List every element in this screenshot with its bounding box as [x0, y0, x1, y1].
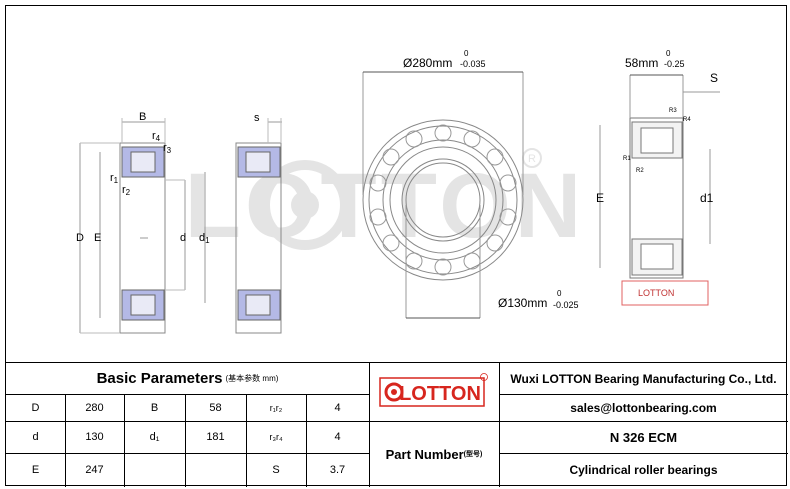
bearing-type: Cylindrical roller bearings — [569, 463, 718, 477]
part-number-label: Part Number(型号) — [385, 446, 483, 462]
email-link[interactable]: sales@lottonbearing.com — [570, 400, 717, 415]
r2-label: R2 — [636, 168, 644, 174]
lotton-logo-icon: LOTTON — [379, 373, 488, 407]
width-tol-lower: -0.25 — [664, 59, 685, 69]
lotton-box — [621, 280, 709, 306]
drawing-frame — [5, 5, 787, 362]
company-logo: LOTTON — [369, 363, 499, 421]
row3-val3: 3.7 — [329, 464, 346, 476]
row3-key1: E — [31, 464, 40, 476]
inner-tol-lower: -0.025 — [553, 300, 579, 310]
label-r3: r3 — [163, 142, 172, 155]
r4-label: R4 — [683, 117, 691, 123]
mid-section-view — [235, 118, 282, 334]
lotton-box-text: LOTTON — [638, 288, 674, 298]
e-label: E — [596, 191, 604, 205]
outer-tol-upper: 0 — [464, 49, 469, 58]
s-label: S — [710, 71, 718, 85]
company-name: Wuxi LOTTON Bearing Manufacturing Co., L… — [510, 371, 777, 386]
svg-text:R: R — [528, 153, 536, 165]
right-view-labels: 58mm 0 -0.25 S E d1 R3 R4 R1 R2 — [596, 49, 718, 205]
outer-dia: Ø280mm — [403, 56, 452, 70]
row1-key2: B — [150, 401, 159, 414]
row1-val2: 58 — [209, 401, 222, 414]
right-section-view — [599, 74, 720, 279]
basic-parameters-title: Basic Parameters(基本参数 mm) — [96, 370, 279, 387]
row1-key3: r₁r₂ — [269, 402, 283, 413]
row2-key1: d — [32, 431, 39, 443]
row1-val1: 280 — [85, 401, 104, 414]
row2-key3: r₃r₄ — [269, 432, 283, 442]
label-d1: d1 — [199, 232, 210, 245]
technical-drawing: LOTTON R — [5, 5, 787, 362]
r3-label: R3 — [669, 108, 677, 114]
model-number: N 326 ECM — [609, 429, 678, 445]
label-D: D — [76, 232, 84, 244]
width-tol-upper: 0 — [666, 49, 671, 58]
parameters-table: Basic Parameters(基本参数 mm) D 280 B 58 r₁r… — [5, 362, 788, 487]
width-dim: 58mm — [625, 56, 658, 70]
bearing-dims: Ø280mm 0 -0.035 Ø130mm 0 -0.025 — [403, 49, 579, 310]
label-r4: r4 — [152, 130, 161, 143]
row1-val3: 4 — [334, 401, 341, 414]
row3-key3: S — [272, 464, 280, 476]
label-r1: r1 — [110, 172, 119, 185]
inner-dia: Ø130mm — [498, 296, 547, 310]
row2-val2: 181 — [206, 431, 225, 443]
r1-label: R1 — [623, 156, 631, 162]
row1-key1: D — [31, 401, 40, 414]
label-r2: r2 — [122, 184, 131, 197]
label-d: d — [180, 232, 186, 244]
svg-text:Ø280mm: Ø280mm — [403, 56, 452, 70]
row3-key2 — [124, 453, 185, 487]
row3-val1: 247 — [85, 464, 104, 476]
row2-val3: 4 — [334, 431, 341, 443]
row2-val1: 130 — [85, 431, 104, 443]
logo-text: LOTTON — [399, 383, 481, 405]
left-view-labels: B r4 r3 r1 r2 D E d d1 — [76, 111, 210, 245]
d1-label: d1 — [700, 191, 714, 205]
inner-tol-upper: 0 — [557, 289, 562, 298]
bearing-front-view — [362, 71, 524, 319]
label-E: E — [94, 232, 101, 244]
outer-tol-lower: -0.035 — [460, 59, 486, 69]
label-B: B — [139, 111, 146, 123]
row3-val2 — [185, 453, 246, 487]
label-s-mid: s — [254, 112, 260, 124]
left-section-view — [79, 118, 206, 334]
row2-key2: d₁ — [149, 431, 160, 443]
